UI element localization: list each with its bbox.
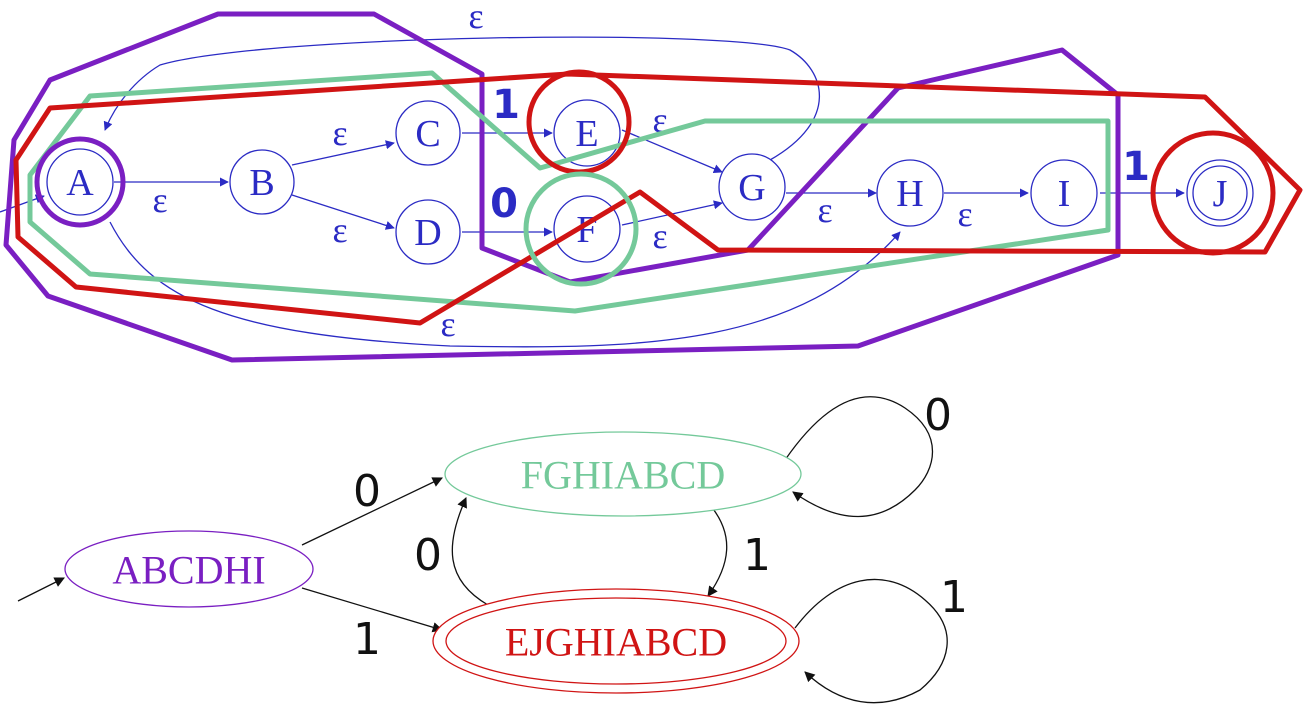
eps-label-b-c: ε <box>332 113 347 153</box>
dfa-state-labels: ABCDHI FGHIABCD EJGHIABCD <box>112 453 727 665</box>
dfa-loop-one <box>794 578 948 704</box>
nfa-label-c: C <box>415 113 440 155</box>
dfa-state-ejghiabcd-inner <box>445 597 787 685</box>
subset-j-circle <box>1150 130 1276 256</box>
eps-label-h-i: ε <box>957 194 972 234</box>
dfa-edges <box>17 396 948 704</box>
eps-label-e-g: ε <box>652 100 667 140</box>
dfa-input-1-loop: 1 <box>940 572 968 623</box>
edge-a-h-bypass <box>109 221 901 348</box>
nfa-input-0-d-f: 0 <box>490 181 518 227</box>
subset-fghiabcd-outline <box>27 70 1111 314</box>
subset-a-circle <box>34 136 126 228</box>
edge-b-c <box>291 140 395 166</box>
dfa-label-abcdhi: ABCDHI <box>112 548 265 593</box>
nfa-state-j-inner <box>1192 165 1248 221</box>
dfa-input-0-start: 0 <box>353 466 381 517</box>
dfa-input-0-loop: 0 <box>924 390 952 441</box>
subset-ejghiabcd-outline <box>13 71 1303 326</box>
nfa-state-c <box>395 100 461 166</box>
nfa-label-g: G <box>738 167 765 209</box>
nfa-label-d: D <box>414 212 441 254</box>
eps-label-f-g: ε <box>652 216 667 256</box>
dfa-state-abcdhi <box>64 530 314 608</box>
dfa-edge-labels: 0 1 0 1 0 1 <box>353 390 968 665</box>
subset-abcdhi-outline <box>3 11 1121 363</box>
eps-label-g-h: ε <box>817 190 832 230</box>
dfa-edge-zero-to-one <box>707 504 728 597</box>
nfa-state-i <box>1030 159 1098 227</box>
edge-e-g <box>621 129 723 174</box>
edge-b-d <box>291 194 395 230</box>
dfa-edge-start-0 <box>301 477 443 546</box>
dfa-edge-start-1 <box>301 587 443 633</box>
nfa-input-1-i-j: 1 <box>1122 144 1150 190</box>
nfa-state-circles <box>46 99 1254 265</box>
dfa-loop-zero <box>784 396 933 518</box>
dfa-state-fghiabcd <box>444 431 802 517</box>
nfa-state-g <box>718 153 786 221</box>
nfa-label-i: I <box>1058 173 1071 215</box>
subset-f-circle <box>523 171 639 287</box>
eps-label-a-b: ε <box>152 180 167 220</box>
nfa-state-h <box>876 159 944 227</box>
dfa-edge-one-to-zero <box>451 497 489 606</box>
edge-g-a-loop <box>103 36 821 161</box>
nfa-state-d <box>395 199 461 265</box>
dfa-start-arrow <box>17 577 65 602</box>
dfa-input-0-one-to-zero: 0 <box>414 530 442 581</box>
eps-label-bypass: ε <box>440 304 455 344</box>
subset-outlines <box>3 11 1303 363</box>
nfa-state-b <box>229 149 295 215</box>
nfa-state-labels: A B C D E F G H I J <box>66 113 1227 254</box>
dfa-input-1-zero-to-one: 1 <box>743 530 771 581</box>
nfa-label-e: E <box>575 113 598 155</box>
dfa-graph: ABCDHI FGHIABCD EJGHIABCD 0 1 0 1 0 1 <box>17 390 968 704</box>
nfa-label-b: B <box>249 162 274 204</box>
dfa-state-ellipses <box>64 431 802 694</box>
nfa-edges <box>0 36 1185 348</box>
dfa-input-1-start: 1 <box>353 614 381 665</box>
dfa-label-fghiabcd: FGHIABCD <box>521 453 725 498</box>
dfa-label-ejghiabcd: EJGHIABCD <box>505 620 727 665</box>
nfa-epsilon-labels: ε ε ε ε ε ε ε ε ε 1 0 1 <box>152 0 1149 344</box>
nfa-graph: A B C D E F G H I J ε ε ε ε ε ε ε ε ε 1 … <box>0 0 1303 363</box>
eps-label-loop: ε <box>468 0 483 36</box>
eps-label-b-d: ε <box>332 210 347 250</box>
nfa-input-1-c-e: 1 <box>492 82 520 128</box>
nfa-label-j: J <box>1213 173 1228 215</box>
nfa-label-a: A <box>66 162 94 204</box>
nfa-state-a <box>46 148 114 216</box>
nfa-label-h: H <box>896 173 923 215</box>
